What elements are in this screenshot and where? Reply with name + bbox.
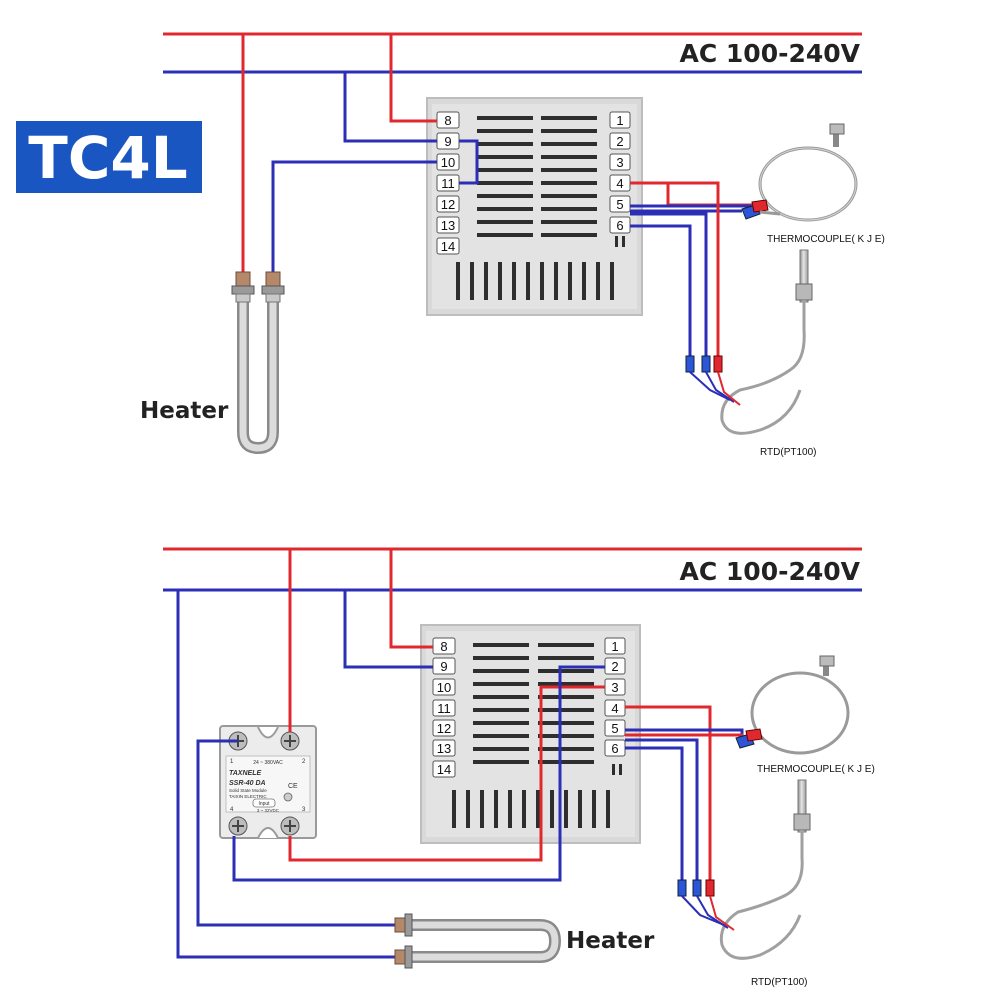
thermocouple-label: THERMOCOUPLE( K J E) (757, 764, 875, 775)
rtd-label: RTD(PT100) (760, 447, 817, 458)
terminal-6: 6 (609, 216, 631, 234)
terminal-5: 5 (609, 195, 631, 213)
heater-label: Heater (566, 928, 655, 954)
svg-text:14: 14 (437, 762, 451, 777)
wires-top (241, 34, 752, 358)
terminal-14: 14 (436, 237, 460, 255)
supply-label: AC 100-240V (680, 39, 861, 68)
svg-text:6: 6 (611, 741, 618, 756)
terminal-5: 5 (604, 719, 626, 737)
svg-text:11: 11 (437, 701, 451, 716)
rtd-label: RTD(PT100) (751, 977, 808, 988)
ssr-cert: CE (288, 783, 298, 790)
svg-text:3: 3 (611, 680, 618, 695)
solid-state-relay: 1 2 3 4 24 ~ 380VAC TAXNELE SSR-40 DA So… (219, 725, 317, 839)
ssr-brand: TAXNELE (229, 770, 261, 777)
ssr-model: SSR-40 DA (229, 780, 266, 787)
svg-text:13: 13 (437, 741, 451, 756)
svg-text:13: 13 (441, 218, 455, 233)
ssr-maker: TAIXIN ELECTRIC (229, 794, 267, 799)
heater-label: Heater (140, 398, 229, 424)
wires-bottom (176, 549, 744, 959)
terminal-11: 11 (436, 174, 460, 192)
supply-label: AC 100-240V (680, 557, 861, 586)
ssr-output-range: 24 ~ 380VAC (253, 760, 283, 766)
terminal-14: 14 (432, 760, 456, 778)
ssr-pin-3: 3 (302, 807, 306, 813)
rtd-probe-bottom (677, 779, 811, 960)
diagram-top: AC 100-240V (140, 32, 885, 458)
terminal-1: 1 (609, 111, 631, 129)
ssr-pin-1: 1 (230, 759, 234, 765)
terminal-9: 9 (432, 657, 456, 675)
terminal-block-right-top: 1 2 3 4 5 6 (609, 111, 631, 234)
svg-text:1: 1 (611, 639, 618, 654)
svg-text:10: 10 (441, 155, 455, 170)
thermocouple-probe-bottom (735, 655, 850, 755)
thermocouple-probe-top (741, 123, 858, 222)
svg-text:12: 12 (441, 197, 455, 212)
svg-text:11: 11 (441, 176, 455, 191)
svg-text:5: 5 (611, 721, 618, 736)
ssr-pin-4: 4 (230, 807, 234, 813)
title-badge: TC4L (16, 121, 202, 193)
terminal-block-left-bottom: 8 9 10 11 12 13 14 (432, 637, 456, 778)
svg-text:12: 12 (437, 721, 451, 736)
terminal-9: 9 (436, 132, 460, 150)
terminal-12: 12 (436, 195, 460, 213)
svg-text:10: 10 (437, 680, 451, 695)
svg-text:14: 14 (441, 239, 455, 254)
svg-text:1: 1 (616, 113, 623, 128)
title-text: TC4L (28, 124, 187, 192)
svg-text:4: 4 (616, 176, 623, 191)
terminal-13: 13 (436, 216, 460, 234)
terminal-8: 8 (436, 111, 460, 129)
terminal-2: 2 (609, 132, 631, 150)
terminal-block-left-top: 8 9 10 11 12 13 14 (436, 111, 460, 255)
terminal-11: 11 (432, 699, 456, 717)
ssr-input-range: 3 ~ 32VDC (257, 808, 280, 813)
ssr-subtitle: Solid State Module (229, 788, 267, 793)
svg-text:2: 2 (616, 134, 623, 149)
ssr-pin-2: 2 (302, 759, 306, 765)
ssr-input-label: Input (258, 801, 270, 807)
terminal-8: 8 (432, 637, 456, 655)
terminal-6: 6 (604, 739, 626, 757)
controller-bottom (420, 624, 641, 844)
svg-text:2: 2 (611, 659, 618, 674)
terminal-2: 2 (604, 657, 626, 675)
diagram-bottom: AC 100-240V (163, 547, 875, 988)
terminal-4: 4 (604, 699, 626, 717)
terminal-10: 10 (432, 678, 456, 696)
terminal-4: 4 (609, 174, 631, 192)
svg-text:9: 9 (440, 659, 447, 674)
svg-text:8: 8 (444, 113, 451, 128)
terminal-1: 1 (604, 637, 626, 655)
rtd-probe-top (685, 249, 813, 435)
svg-text:6: 6 (616, 218, 623, 233)
svg-text:3: 3 (616, 155, 623, 170)
svg-text:5: 5 (616, 197, 623, 212)
terminal-12: 12 (432, 719, 456, 737)
thermocouple-label: THERMOCOUPLE( K J E) (767, 234, 885, 245)
terminal-10: 10 (436, 153, 460, 171)
terminal-3: 3 (604, 678, 626, 696)
controller-top (426, 97, 643, 316)
terminal-3: 3 (609, 153, 631, 171)
svg-text:9: 9 (444, 134, 451, 149)
heater-element-bottom (394, 913, 562, 969)
terminal-13: 13 (432, 739, 456, 757)
svg-text:4: 4 (611, 701, 618, 716)
svg-text:8: 8 (440, 639, 447, 654)
heater-element-top (231, 271, 285, 455)
